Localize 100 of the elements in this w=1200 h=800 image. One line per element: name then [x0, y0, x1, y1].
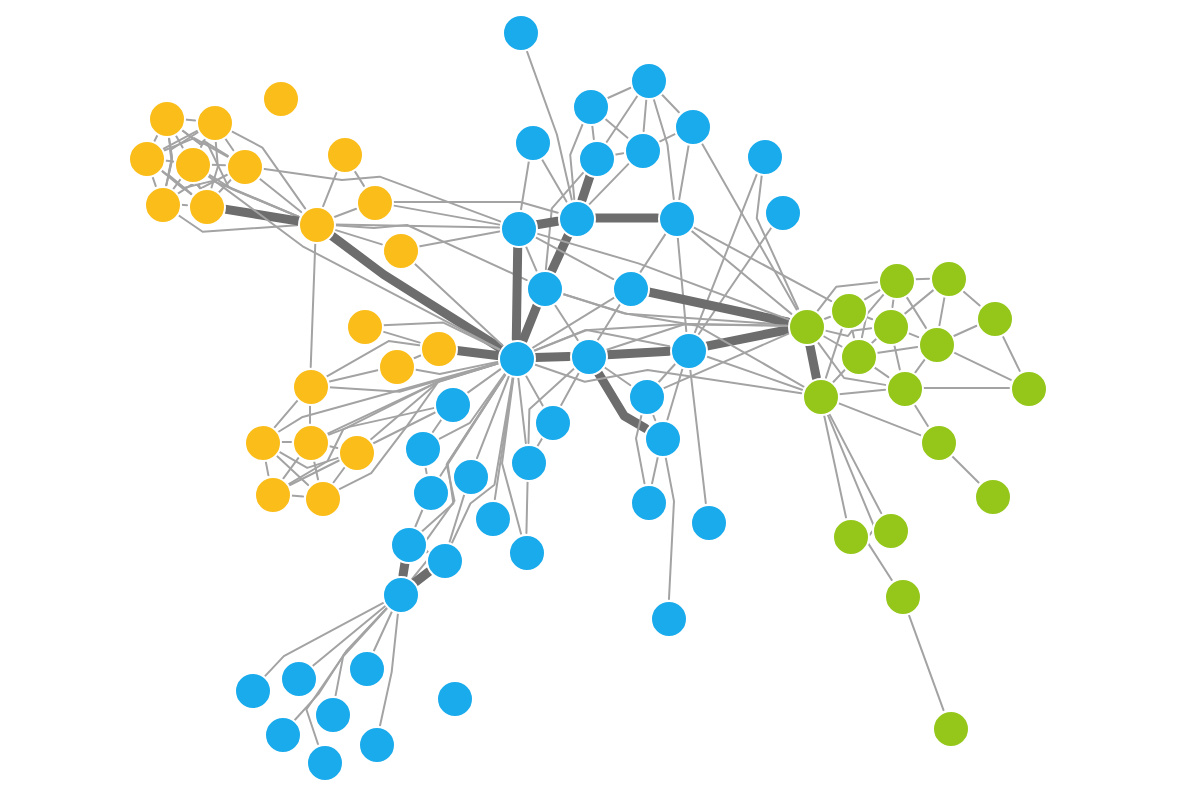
network-edge — [381, 330, 421, 344]
network-edge — [379, 611, 399, 727]
network-edge — [660, 92, 680, 114]
network-node — [337, 433, 375, 471]
network-edge — [693, 172, 759, 334]
network-edge — [439, 373, 507, 477]
network-edge — [466, 368, 502, 394]
network-edge — [540, 157, 568, 203]
network-node — [419, 329, 457, 367]
network-edge — [162, 137, 229, 158]
network-edge — [532, 363, 803, 395]
network-edge — [180, 203, 188, 207]
network-edge — [590, 213, 662, 223]
network-edge — [961, 289, 981, 307]
network-edge — [274, 453, 310, 487]
network-edge — [280, 441, 292, 443]
network-edge — [547, 230, 573, 276]
network-edge — [264, 601, 385, 678]
network-edge — [332, 207, 358, 219]
network-edge — [417, 230, 501, 248]
network-edge — [602, 365, 632, 387]
network-edge — [293, 606, 388, 721]
network-node — [1009, 369, 1047, 407]
network-node — [973, 477, 1011, 515]
network-edge — [533, 235, 615, 281]
network-edge — [827, 411, 883, 515]
network-edge — [697, 226, 773, 336]
network-edge — [826, 412, 893, 581]
network-node — [885, 369, 923, 407]
network-node — [497, 339, 535, 377]
network-edge — [875, 345, 919, 355]
network-edge — [223, 136, 235, 152]
network-edge — [451, 375, 514, 544]
network-edge — [273, 399, 299, 429]
network-edge — [704, 355, 804, 391]
network-node — [297, 205, 335, 243]
network-node — [147, 99, 185, 137]
network-edge — [676, 235, 688, 333]
network-edge — [333, 228, 383, 246]
network-edge — [398, 558, 410, 580]
network-edge — [903, 289, 935, 315]
network-edge — [332, 466, 346, 484]
network-edge — [180, 128, 300, 218]
network-edge — [651, 455, 659, 485]
network-edge — [913, 403, 929, 427]
network-edge — [391, 204, 501, 226]
network-edge — [613, 152, 625, 156]
network-edge — [863, 289, 881, 301]
network-edge — [305, 607, 389, 745]
network-edge — [588, 162, 630, 206]
network-edge — [413, 360, 499, 375]
network-edge — [372, 411, 436, 445]
network-node — [225, 147, 263, 185]
network-edge — [353, 169, 365, 187]
network-edge — [210, 139, 219, 189]
network-edge — [823, 327, 873, 337]
network-edge — [322, 170, 338, 208]
network-edge — [593, 367, 651, 433]
network-edge — [952, 324, 978, 338]
network-edge — [597, 303, 621, 341]
network-edge — [337, 362, 499, 491]
network-node — [643, 419, 681, 457]
network-edge — [824, 327, 844, 379]
network-edge — [691, 225, 833, 303]
network-edge — [210, 163, 226, 167]
network-node — [303, 479, 341, 517]
network-node — [305, 743, 343, 781]
network-edge — [206, 174, 501, 351]
network-edge — [326, 407, 435, 437]
network-node — [513, 123, 551, 161]
network-edge — [277, 362, 499, 433]
network-edge — [603, 117, 629, 139]
network-node — [919, 423, 957, 461]
network-edge — [525, 480, 529, 534]
network-node — [931, 709, 969, 747]
network-node — [411, 473, 449, 511]
network-edge — [261, 167, 502, 223]
network-edge — [410, 372, 507, 581]
network-edge — [702, 325, 792, 351]
network-node — [279, 659, 317, 697]
network-edge — [518, 301, 542, 345]
network-edge — [151, 174, 157, 188]
network-node — [127, 139, 165, 177]
network-edge — [591, 123, 595, 141]
network-node — [877, 261, 915, 299]
network-edge — [414, 508, 424, 528]
network-edge — [183, 118, 197, 122]
network-edge — [207, 173, 300, 218]
network-node — [507, 533, 545, 571]
network-edge — [644, 287, 792, 327]
network-edge — [524, 244, 538, 272]
network-edge — [161, 129, 199, 151]
network-edge — [805, 340, 821, 382]
network-edge — [837, 388, 887, 396]
network-node — [381, 231, 419, 269]
network-edge — [893, 343, 901, 371]
network-edge — [333, 223, 528, 282]
network-edge — [816, 281, 879, 312]
network-edge — [437, 372, 506, 441]
network-edge — [531, 296, 615, 350]
